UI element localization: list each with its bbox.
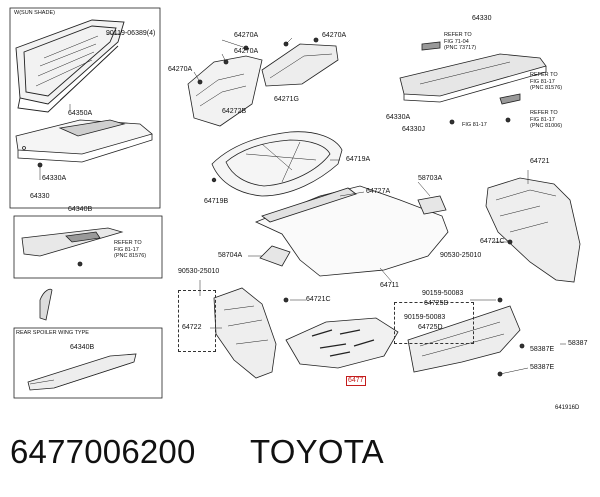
brand-name: TOYOTA bbox=[250, 433, 384, 470]
trunk-lid-liner-part bbox=[211, 131, 343, 197]
label-64270a-2: 64270A bbox=[322, 32, 347, 39]
label-64340b-bottom: 64340B bbox=[70, 344, 95, 351]
sunshade-inset-frame bbox=[9, 7, 161, 209]
label-64272b: 64272B bbox=[222, 108, 247, 115]
tray-cover-part bbox=[21, 227, 124, 267]
label-90530-right: 90530-25010 bbox=[440, 252, 482, 259]
label-64330a-right: 64330A bbox=[386, 114, 411, 121]
label-64330a-left: 64330A bbox=[42, 175, 67, 182]
label-64350a: 64350A bbox=[68, 110, 93, 117]
pad-58704a bbox=[259, 245, 291, 267]
label-90119-06389: 90119-06389(4) bbox=[106, 30, 156, 37]
label-64721c-right: 64721C bbox=[480, 238, 505, 245]
label-90530-left: 90530-25010 bbox=[178, 268, 220, 275]
label-64271g: 64271G bbox=[274, 96, 299, 103]
diagram-id: 641916D bbox=[555, 405, 580, 411]
label-64330-left: 64330 bbox=[30, 193, 50, 200]
note-fig81-left: REFER TO FIG 81-17 (PNC 81576) bbox=[114, 240, 147, 259]
label-64721c-mid: 64721C bbox=[306, 296, 331, 303]
label-58387e-2: 58387E bbox=[530, 364, 555, 371]
label-58704a: 58704A bbox=[218, 252, 243, 259]
parts-diagram: W(SUN SHADE) 90119-06389(4) 64350A 64330… bbox=[9, 7, 588, 411]
label-58387: 58387 bbox=[568, 340, 588, 347]
label-58387e-1: 58387E bbox=[530, 346, 555, 353]
label-64727a: 64727A bbox=[366, 188, 391, 195]
label-64719b: 64719B bbox=[204, 198, 229, 205]
upper-side-panel-right bbox=[261, 37, 339, 87]
label-64270a-3: 64270A bbox=[234, 48, 259, 55]
spoiler-tray-part bbox=[27, 353, 137, 391]
diagram-drawing bbox=[9, 7, 581, 399]
right-side-trim-part bbox=[485, 177, 581, 283]
label-64725d-mid: 64725D bbox=[418, 324, 443, 331]
label-64721-top: 64721 bbox=[530, 158, 550, 165]
package-tray-part bbox=[15, 119, 153, 168]
label-64719a: 64719A bbox=[346, 156, 371, 163]
label-sunshade: W(SUN SHADE) bbox=[14, 10, 55, 16]
dashed-bracket-right bbox=[394, 302, 474, 344]
spare-tire-cover-part bbox=[285, 317, 399, 369]
footer: 6477006200 TOYOTA bbox=[10, 433, 590, 489]
label-64725d-top: 64725D bbox=[424, 300, 449, 307]
pad-58703a bbox=[417, 195, 447, 215]
sunshade-part bbox=[15, 19, 125, 113]
note-fig81-top: REFER TO FIG 81-17 (PNC 81576) bbox=[530, 72, 563, 91]
label-64270a-4: 64270A bbox=[168, 66, 193, 73]
label-64722: 64722 bbox=[182, 324, 202, 331]
label-rear-spoiler: REAR SPOILER WING TYPE bbox=[16, 330, 89, 336]
label-64270a-1: 64270A bbox=[234, 32, 259, 39]
trunk-floor-mat-part bbox=[254, 185, 449, 277]
label-64330-top: 64330 bbox=[472, 15, 492, 22]
rear-shelf-part bbox=[399, 41, 547, 125]
part-number: 6477006200 bbox=[10, 433, 196, 470]
spoiler-inset-frame bbox=[13, 327, 163, 399]
label-64711: 64711 bbox=[380, 282, 399, 289]
leader-lines bbox=[69, 33, 566, 375]
dashed-bracket-left bbox=[178, 290, 216, 352]
upper-side-panel-left bbox=[187, 45, 263, 127]
note-fig71: REFER TO FIG 71-04 (PNC 73717) bbox=[444, 32, 477, 51]
label-64330j: 64330J bbox=[402, 126, 425, 133]
label-58703a: 58703A bbox=[418, 175, 443, 182]
refer-inset-frame bbox=[13, 215, 163, 279]
label-90159-top: 90159-50083 bbox=[422, 290, 464, 297]
label-90159-mid: 90159-50083 bbox=[404, 314, 446, 321]
label-64340b: 64340B bbox=[68, 206, 93, 213]
left-lower-side-trim-part bbox=[213, 287, 289, 379]
note-fig81-j: FIG 81-17 bbox=[462, 122, 487, 128]
label-6477-highlight: 6477 bbox=[346, 376, 366, 386]
rear-sill-trim-part bbox=[407, 297, 525, 377]
note-fig81-mid: REFER TO FIG 81-17 (PNC 81006) bbox=[530, 110, 563, 129]
side-trim-part bbox=[39, 288, 53, 321]
